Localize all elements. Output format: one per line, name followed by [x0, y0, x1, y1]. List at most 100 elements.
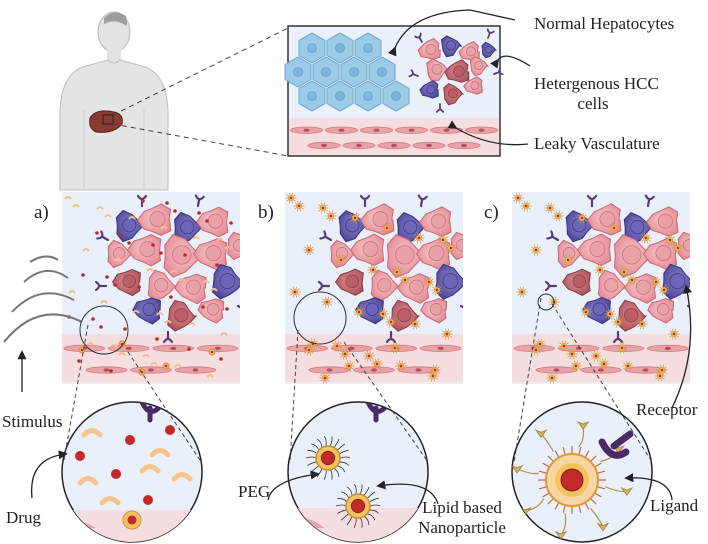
ligand-head — [576, 421, 590, 430]
zoom-drug-molecule — [143, 495, 153, 505]
nanoparticle — [570, 360, 582, 372]
cell-nucleus — [442, 273, 459, 290]
cell-nucleus — [657, 213, 673, 229]
drug-molecule — [201, 305, 205, 309]
nanoparticle — [616, 342, 628, 354]
nanoparticle — [427, 370, 439, 382]
cell-nucleus — [453, 65, 465, 78]
endothelial-nucleus — [321, 143, 327, 148]
drug-molecule — [105, 275, 109, 279]
panel-b-passive-targeting — [285, 192, 481, 384]
drug-molecule — [159, 251, 163, 255]
receptor-icon — [162, 330, 174, 344]
hepatocyte-nucleus — [307, 91, 317, 101]
arrow-drug — [30, 450, 68, 499]
ligand-head — [534, 429, 548, 439]
leaky-vasculature-strip — [289, 120, 499, 154]
peg-chain — [369, 498, 379, 503]
nanoparticle — [656, 364, 668, 376]
label-receptor: Receptor — [636, 400, 698, 419]
nanoparticle — [558, 340, 570, 352]
cell-nucleus — [455, 239, 463, 252]
cell-nucleus — [345, 274, 359, 288]
cell-nucleus — [474, 60, 484, 71]
nanoparticle — [371, 358, 383, 370]
endothelial-nucleus — [664, 346, 671, 350]
nanoparticle — [580, 306, 592, 318]
endothelial-nucleus — [338, 128, 345, 132]
cell-nucleus — [682, 239, 690, 252]
cell-nucleus — [408, 279, 424, 295]
receptor-icon — [468, 220, 481, 233]
nanoparticle — [325, 210, 337, 222]
lipid-tail — [584, 450, 590, 458]
endothelial-nucleus — [461, 143, 467, 148]
nanoparticle — [562, 254, 574, 266]
nanoparticle — [664, 234, 676, 246]
hepatocyte-nucleus — [391, 91, 401, 101]
arrow-peg — [267, 470, 320, 501]
endothelial-nucleus — [148, 368, 154, 372]
nanoparticle — [668, 328, 680, 340]
hepatocyte-nucleus — [363, 43, 373, 53]
label-stimulus: Stimulus — [2, 412, 63, 431]
cell-nucleus — [174, 308, 189, 323]
nanoparticle — [618, 266, 630, 278]
nanoparticle — [566, 348, 578, 360]
carrier-fragment — [160, 226, 168, 230]
drug-molecule — [215, 263, 219, 267]
receptor-icon — [586, 194, 598, 208]
receptor-icon — [317, 280, 331, 292]
endothelial-nucleus — [214, 346, 221, 350]
hepatocyte-nucleus — [307, 43, 317, 53]
zoom-lines-liver — [112, 27, 289, 157]
cell-nucleus — [185, 279, 201, 295]
drug-molecule — [183, 253, 187, 257]
nanoparticle — [293, 200, 305, 212]
nanoparticle — [598, 358, 610, 370]
nanoparticle — [622, 360, 634, 372]
drug-molecule — [127, 241, 131, 245]
receptor-icon — [194, 194, 205, 208]
label-peg: PEG — [238, 482, 271, 501]
receptor-icon — [644, 194, 655, 208]
cell-nucleus — [205, 245, 222, 262]
nanoparticle — [626, 274, 638, 286]
receptor-icon — [544, 280, 558, 292]
carrier-fragment — [210, 288, 218, 292]
cell-nucleus — [572, 218, 587, 233]
drug-molecule — [113, 283, 117, 287]
zoom-carrier-fragment — [139, 464, 161, 474]
drug-molecule — [225, 307, 229, 311]
receptor-icon — [319, 230, 333, 242]
nanoparticle — [636, 318, 648, 330]
lipid-tail — [589, 497, 597, 505]
cell-nucleus — [154, 278, 169, 293]
cell-nucleus — [428, 245, 445, 262]
nanoparticle — [331, 340, 343, 352]
ligand-head — [620, 487, 634, 496]
receptor-icon — [435, 103, 445, 113]
label-lipid-np-line2: Nanoparticle — [418, 518, 506, 537]
drug-molecule — [169, 295, 173, 299]
label-panel-c: c) — [484, 202, 499, 223]
cell-nucleus — [403, 220, 418, 235]
lipid-tail — [596, 486, 605, 490]
drug-core — [164, 364, 168, 368]
carrier-fragment — [174, 364, 182, 368]
nanoparticle — [658, 284, 670, 296]
cell-nucleus — [149, 211, 166, 228]
carrier-fragment — [220, 332, 228, 336]
drug-core — [80, 348, 84, 352]
nanoparticle — [395, 360, 407, 372]
zoom-drug-core — [127, 515, 137, 525]
lipid-tail — [596, 470, 605, 474]
label-lipid-nanoparticle: Lipid based Nanoparticle — [410, 498, 514, 538]
drug-core — [320, 450, 336, 466]
cell-nucleus — [431, 63, 443, 75]
cell-nucleus — [592, 302, 606, 316]
drug-molecule — [155, 337, 159, 341]
carrier-fragment — [206, 374, 214, 378]
nanoparticle — [530, 344, 542, 356]
endothelial-nucleus — [553, 368, 560, 372]
